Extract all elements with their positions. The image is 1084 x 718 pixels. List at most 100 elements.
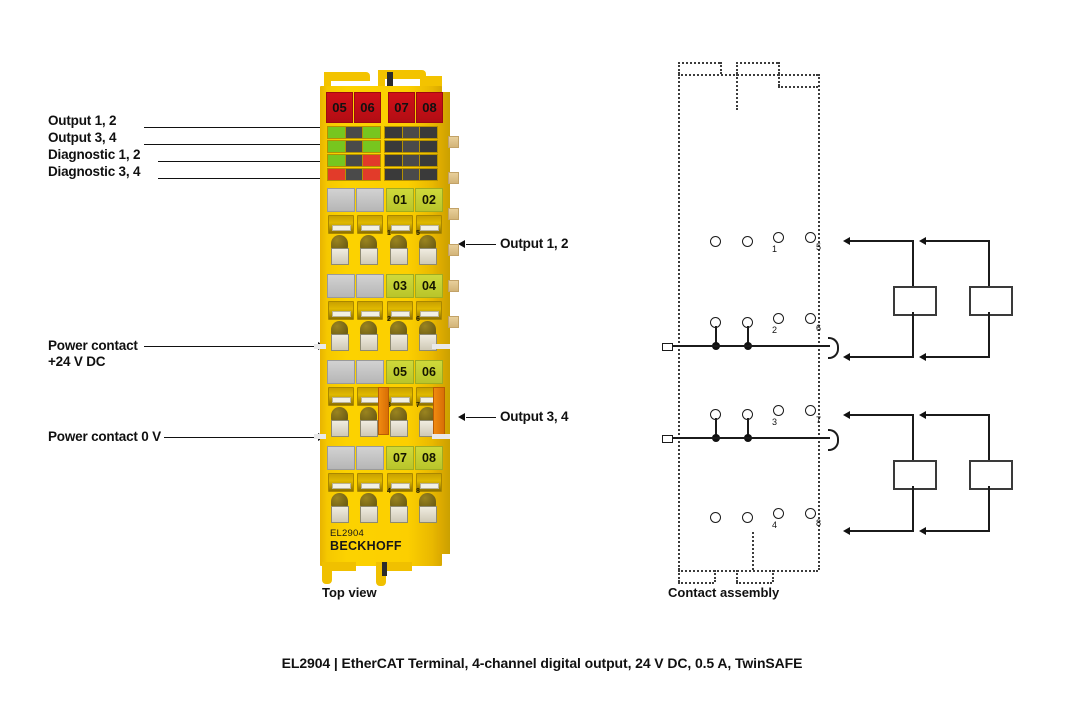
- contact-label-3: 3: [772, 417, 778, 427]
- callout-diagnostic-1-2: Diagnostic 1, 2: [48, 147, 141, 162]
- contact-cap: [419, 407, 436, 424]
- load-symbol-4: [969, 460, 1013, 490]
- contact-cap: [419, 321, 436, 338]
- contact-label-8: 8: [816, 518, 822, 528]
- load-wire-bottom-3: [850, 530, 914, 532]
- load-wire-bottom-1: [850, 356, 914, 358]
- current-arrow-out-3: [843, 527, 850, 535]
- spring-clamp[interactable]: [387, 215, 413, 234]
- leader-power-contact-0v: [164, 437, 320, 438]
- leader-output-1-2: [144, 127, 330, 128]
- contact-hole[interactable]: [329, 493, 350, 523]
- contact-stem: [747, 326, 749, 346]
- spring-clamp[interactable]: [387, 473, 413, 492]
- contact-label-6: 6: [816, 323, 822, 333]
- led-red: [328, 169, 345, 180]
- power-contact-bracket-lower: [828, 429, 839, 451]
- current-arrow-out-1: [843, 353, 850, 361]
- callout-output-3-4: Output 3, 4: [48, 130, 117, 145]
- led-dark: [419, 169, 438, 180]
- spring-clamp[interactable]: [387, 301, 413, 320]
- load-wire-down-3: [912, 414, 914, 460]
- blank-label: [327, 188, 355, 212]
- edge-latch-tab: [448, 172, 459, 184]
- contact-point-1: [773, 232, 784, 243]
- mounting-hook-right: [420, 76, 442, 88]
- foot-right: [376, 562, 386, 586]
- terminal-number-08: 08: [415, 446, 443, 470]
- contact-cap: [331, 493, 348, 510]
- contact-hole[interactable]: [417, 235, 438, 265]
- contact-hole[interactable]: [417, 493, 438, 523]
- housing-notch-top-b-right: [778, 62, 780, 74]
- spring-clamp[interactable]: [328, 473, 354, 492]
- spring-clamp[interactable]: [328, 387, 354, 406]
- contact-hole[interactable]: [388, 321, 409, 351]
- contact-hole[interactable]: [358, 235, 379, 265]
- led-dark: [344, 127, 363, 138]
- load-wire-down-1b: [912, 312, 914, 358]
- contact-label-4: 4: [772, 520, 778, 530]
- arrow-right-output-3-4: [458, 413, 465, 421]
- contact-hole[interactable]: [388, 493, 409, 523]
- actuator-bar-left[interactable]: [378, 387, 389, 435]
- contact-opening: [331, 248, 349, 265]
- contact-hole[interactable]: [329, 235, 350, 265]
- led-bank-left: [327, 126, 381, 184]
- housing-notch-top-a: [678, 62, 720, 64]
- contact-hole[interactable]: [388, 235, 409, 265]
- spring-clamp[interactable]: [416, 215, 442, 234]
- foot-left-bar: [322, 562, 356, 571]
- contact-hole[interactable]: [358, 321, 379, 351]
- bus-bar-upper: [668, 345, 830, 347]
- contact-hole[interactable]: [329, 321, 350, 351]
- spring-clamp[interactable]: [387, 387, 413, 406]
- led-dark: [385, 127, 402, 138]
- contact-opening: [360, 420, 378, 437]
- led-dark: [385, 169, 402, 180]
- spring-clamp[interactable]: [328, 215, 354, 234]
- contact-hole[interactable]: [358, 493, 379, 523]
- load-symbol-1: [893, 286, 937, 316]
- power-contact-nub-upper: [662, 343, 673, 351]
- spring-clamp[interactable]: [416, 473, 442, 492]
- terminal-row-05-06: 05 06 3 7: [320, 360, 445, 450]
- contact-cap: [360, 235, 377, 252]
- contact-opening: [390, 334, 408, 351]
- actuator-bar-right[interactable]: [433, 387, 445, 435]
- spring-clamp[interactable]: [357, 215, 383, 234]
- led-dark: [385, 141, 402, 152]
- contact-hole[interactable]: [358, 407, 379, 437]
- load-symbol-3: [893, 460, 937, 490]
- current-arrow-in-3: [843, 411, 850, 419]
- contact-opening: [419, 506, 437, 523]
- spring-clamp[interactable]: [357, 301, 383, 320]
- contact-hole[interactable]: [329, 407, 350, 437]
- housing-notch-bottom-b-right: [772, 570, 774, 582]
- housing-outline-bottom: [678, 570, 818, 572]
- contact-point: [742, 236, 753, 247]
- current-arrow-in-2: [919, 237, 926, 245]
- housing-notch-top-b-left: [736, 62, 738, 74]
- contact-opening: [390, 506, 408, 523]
- led-row-right-1: [384, 126, 438, 139]
- spring-clamp[interactable]: [328, 301, 354, 320]
- top-number-06: 06: [354, 92, 381, 123]
- housing-notch-bottom-a-left: [678, 570, 680, 582]
- power-contact-rail-right-0v: [432, 434, 450, 439]
- spring-clamp[interactable]: [416, 301, 442, 320]
- model-label: EL2904: [330, 528, 364, 539]
- leader-diagnostic-3-4: [158, 178, 330, 179]
- load-wire-down-2b: [988, 312, 990, 358]
- edge-latch-tab: [448, 208, 459, 220]
- brand-block: EL2904 BECKHOFF: [330, 528, 402, 553]
- load-wire-top-2: [926, 240, 990, 242]
- contact-tiny-number: 6: [416, 316, 420, 323]
- contact-hole[interactable]: [388, 407, 409, 437]
- spring-clamp[interactable]: [357, 473, 383, 492]
- view-label-contact-assembly: Contact assembly: [668, 585, 780, 600]
- contact-point-2: [773, 313, 784, 324]
- housing-notch-top-a-right: [720, 62, 722, 74]
- terminal-row-01-02: 01 02 1 5: [320, 188, 443, 278]
- figure-caption: EL2904 | EtherCAT Terminal, 4-channel di…: [281, 655, 803, 671]
